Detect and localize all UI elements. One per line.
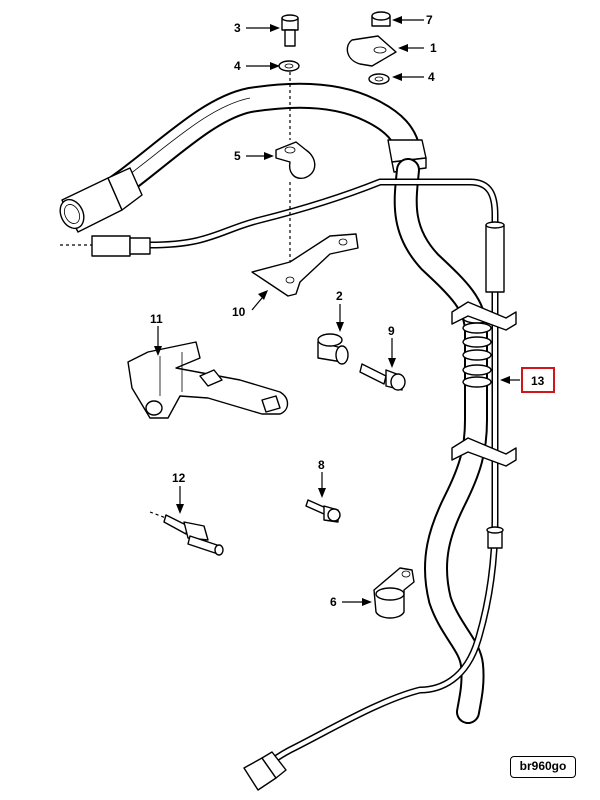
callout-12: 12 xyxy=(172,471,186,485)
callout-8: 8 xyxy=(318,458,325,472)
thin-line-assembly xyxy=(146,178,499,774)
part-5-clamp xyxy=(275,72,316,262)
callout-9: 9 xyxy=(388,324,395,338)
part-6-clamp xyxy=(373,567,415,619)
part-9-bolt xyxy=(359,363,406,391)
part-4-washer-left xyxy=(278,60,300,72)
part-8-bolt xyxy=(305,499,341,523)
leader-lines xyxy=(154,16,520,606)
reference-code-label: br960go xyxy=(510,756,576,778)
part-3-bolt xyxy=(281,14,299,47)
part-1-clamp xyxy=(346,35,397,67)
part-7-nut xyxy=(371,11,391,27)
part-11-bracket xyxy=(127,341,289,419)
callout-10: 10 xyxy=(232,305,246,319)
callout-7: 7 xyxy=(426,13,433,27)
highlighted-callout-13[interactable]: 13 xyxy=(521,367,555,393)
callout-2: 2 xyxy=(336,289,343,303)
hose-end-fitting xyxy=(59,167,143,233)
part-12-fitting xyxy=(149,511,224,556)
callout-3: 3 xyxy=(234,21,241,35)
hose-bands xyxy=(462,312,492,388)
part-10-bracket xyxy=(251,233,359,297)
rigid-tube-section xyxy=(485,221,505,549)
callout-6: 6 xyxy=(330,595,337,609)
callout-4-right: 4 xyxy=(428,70,435,84)
left-connector xyxy=(60,235,151,257)
callout-13: 13 xyxy=(531,374,545,388)
bottom-fitting xyxy=(243,751,287,791)
part-4-washer-right xyxy=(368,73,390,85)
callout-11: 11 xyxy=(150,312,163,326)
callout-4-left: 4 xyxy=(234,59,241,73)
part-2-spacer xyxy=(317,333,349,365)
callout-1: 1 xyxy=(430,41,437,55)
callout-5: 5 xyxy=(234,149,241,163)
vertical-clamps xyxy=(451,301,517,467)
